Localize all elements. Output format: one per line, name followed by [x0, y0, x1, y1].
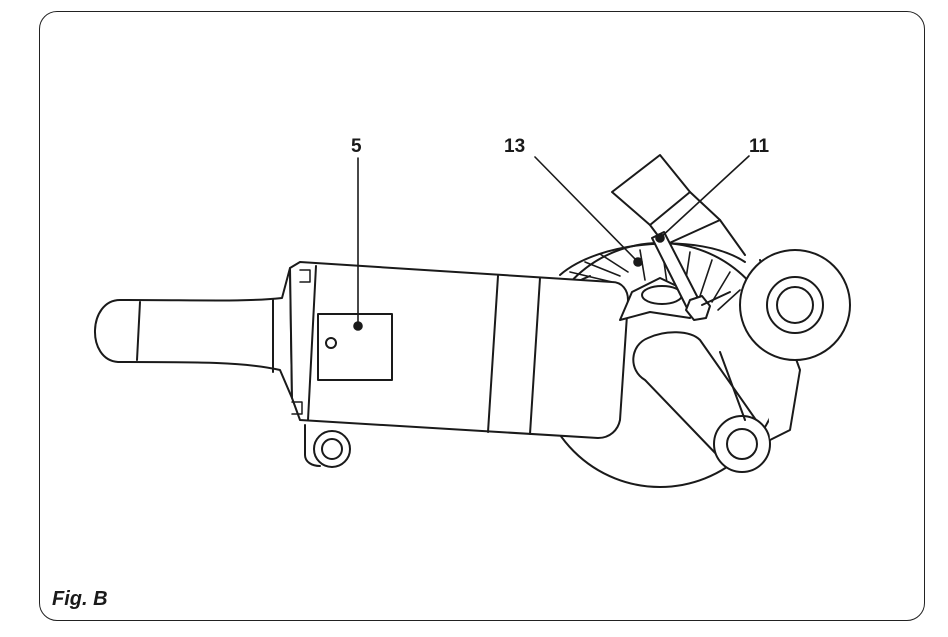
- small-roller: [304, 424, 351, 468]
- leader-lines: [353, 155, 750, 331]
- roller-arm: [632, 331, 771, 473]
- leader-dot-11: [655, 233, 665, 243]
- leader-line-11: [659, 155, 750, 239]
- leader-line-13: [534, 156, 639, 263]
- figure-frame: [39, 11, 925, 621]
- callout-label-5: 5: [351, 136, 362, 157]
- motor-body: [289, 261, 629, 439]
- rear-handle: [94, 267, 293, 399]
- leader-dot-13: [633, 257, 643, 267]
- drive-roller: [739, 249, 851, 441]
- leader-dot-5: [353, 321, 363, 331]
- figure-caption: Fig. B: [52, 588, 108, 610]
- top-bracket: [611, 154, 746, 256]
- callout-label-13: 13: [504, 136, 526, 157]
- callout-label-11: 11: [749, 136, 770, 157]
